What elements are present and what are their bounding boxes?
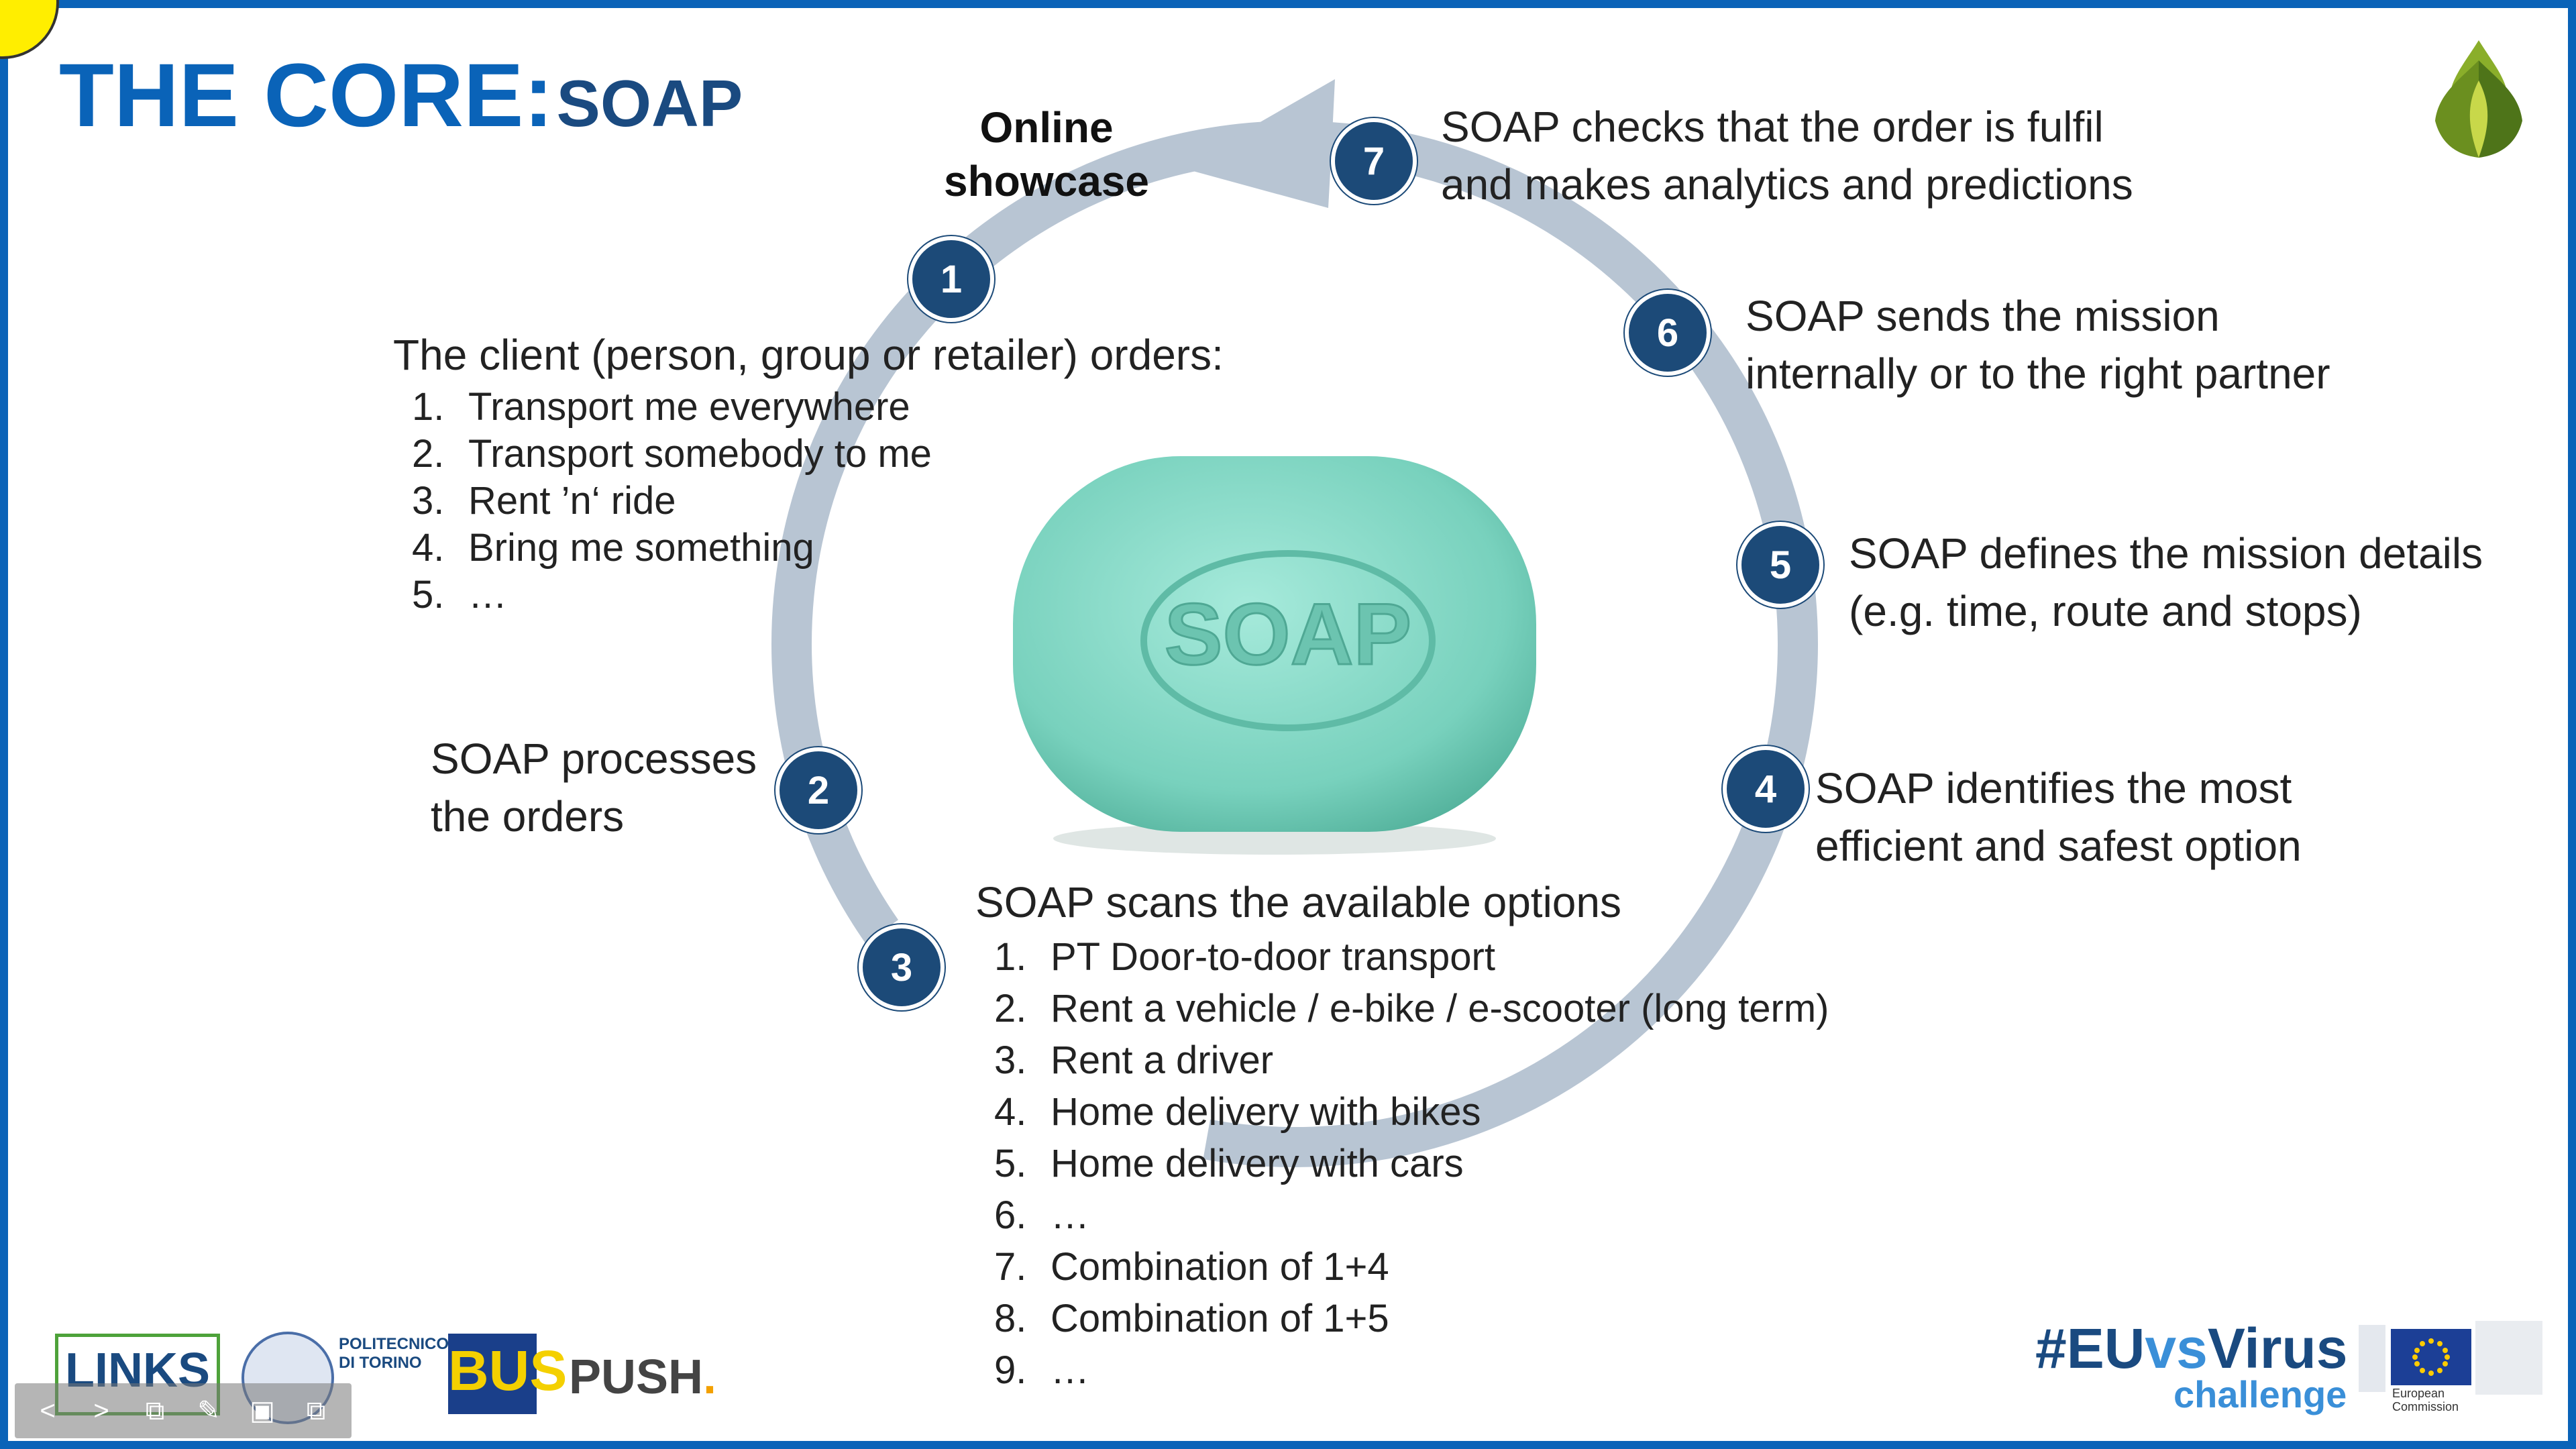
- pen-icon[interactable]: ✎: [197, 1396, 220, 1426]
- step-4-text: SOAP identifies the most efficient and s…: [1815, 764, 2302, 870]
- list-item: 9.…: [994, 1348, 1089, 1392]
- step-1-list: 1.Transport me everywhere 2.Transport so…: [412, 384, 1224, 619]
- step-2-badge: 2: [775, 747, 861, 833]
- title-part2: SOAP: [556, 66, 743, 140]
- step-3-list: 1.PT Door-to-door transport 2.Rent a veh…: [994, 931, 1829, 1396]
- list-item: 5.…: [412, 573, 507, 616]
- slide-title: THE CORE: SOAP: [59, 44, 743, 147]
- step-6-text: SOAP sends the mission internally or to …: [1746, 292, 2330, 398]
- list-item: 2.Transport somebody to me: [412, 432, 932, 476]
- subtitle-icon[interactable]: ▣: [250, 1396, 275, 1426]
- presentation-toolbar: < > ⧉ ✎ ▣ ⧉: [15, 1383, 352, 1438]
- step-3-badge: 3: [859, 924, 945, 1010]
- list-item: 4.Bring me something: [412, 526, 814, 570]
- step-7-text: SOAP checks that the order is fulfil and…: [1441, 103, 2133, 209]
- step-3-intro: SOAP scans the available options: [975, 878, 1621, 926]
- step-6-badge: 6: [1625, 290, 1711, 376]
- step-7-badge: 7: [1331, 118, 1417, 204]
- soap-bar-image: SOAP: [993, 449, 1556, 865]
- list-item: 7.Combination of 1+4: [994, 1245, 1389, 1289]
- list-item: 3.Rent ’n‘ ride: [412, 479, 676, 523]
- push-logo: PUSH.: [569, 1350, 717, 1404]
- list-item: 2.Rent a vehicle / e-bike / e-scooter (l…: [994, 987, 1829, 1030]
- step-3-text: SOAP scans the available options 1.PT Do…: [975, 873, 1829, 1396]
- step-2-text: SOAP processes the orders: [431, 735, 757, 841]
- bus-company-logo: BUS: [448, 1334, 567, 1414]
- soap-bar-text: SOAP: [1165, 585, 1411, 683]
- title-part1: THE CORE:: [59, 46, 553, 146]
- step-1-intro: The client (person, group or retailer) o…: [393, 331, 1224, 379]
- next-slide-icon[interactable]: >: [93, 1395, 109, 1426]
- prev-slide-icon[interactable]: <: [40, 1395, 56, 1426]
- list-item: 1.PT Door-to-door transport: [994, 935, 1495, 979]
- eu-flag-icon: [2391, 1329, 2471, 1385]
- push-logo-text: PUSH: [569, 1350, 704, 1404]
- leaf-logo-icon: [2435, 40, 2522, 158]
- slides-icon[interactable]: ⧉: [145, 1395, 165, 1426]
- challenge-label: challenge: [2174, 1373, 2347, 1415]
- display-settings-icon[interactable]: ⧉: [306, 1395, 326, 1426]
- list-item: 5.Home delivery with cars: [994, 1142, 1464, 1185]
- ec-logo-text: European Commission: [2392, 1387, 2459, 1413]
- step-5-badge: 5: [1737, 522, 1823, 608]
- list-item: 1.Transport me everywhere: [412, 385, 910, 429]
- list-item: 4.Home delivery with bikes: [994, 1090, 1481, 1134]
- list-item: 8.Combination of 1+5: [994, 1297, 1389, 1340]
- step-1-badge: 1: [908, 236, 994, 322]
- step-1-text: The client (person, group or retailer) o…: [393, 326, 1224, 619]
- step-5-text: SOAP defines the mission details (e.g. t…: [1849, 529, 2483, 635]
- list-item: 3.Rent a driver: [994, 1038, 1274, 1082]
- polito-logo-text: POLITECNICO DI TORINO: [339, 1335, 449, 1372]
- step-4-badge: 4: [1723, 746, 1809, 832]
- euvsvirus-logo: #EUvsVirus: [2035, 1317, 2348, 1380]
- european-commission-logo: European Commission: [2355, 1311, 2549, 1419]
- list-item: 6.…: [994, 1193, 1089, 1237]
- online-showcase-label: Online showcase: [944, 103, 1149, 205]
